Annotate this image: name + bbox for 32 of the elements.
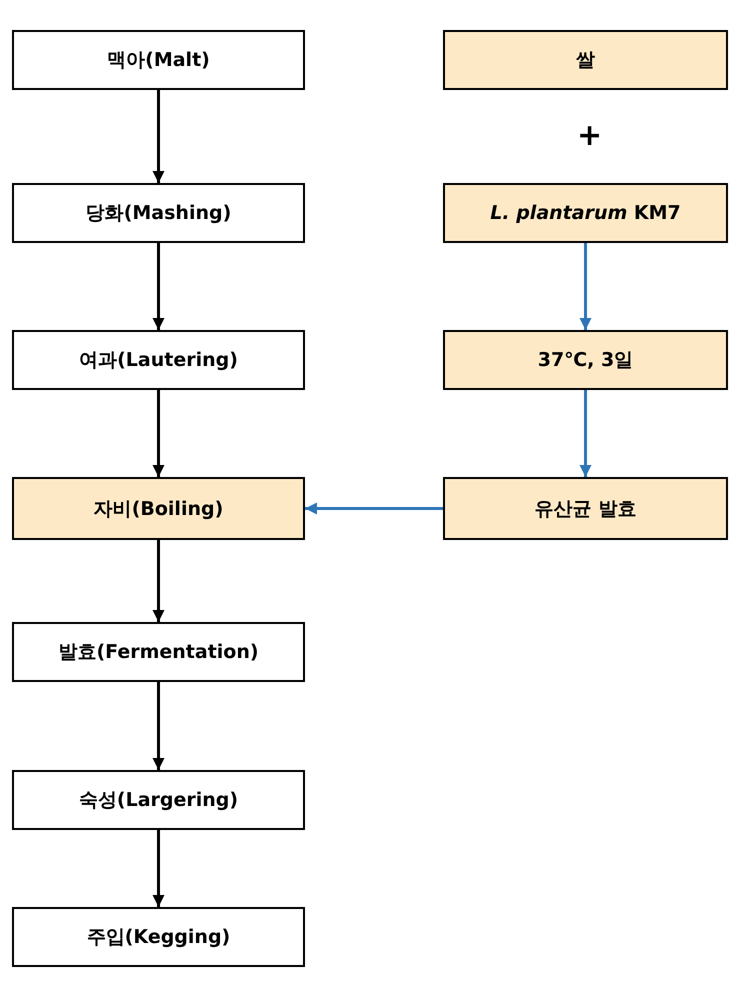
plus-sign: + <box>577 118 602 153</box>
step-label: 자비(Boiling) <box>94 496 224 522</box>
process-box <box>12 622 305 682</box>
process-box <box>443 183 728 243</box>
process-box <box>443 30 728 90</box>
arrow <box>580 243 592 330</box>
process-box <box>443 330 728 390</box>
step-label: 쌀 <box>576 48 595 73</box>
process-box <box>12 770 305 830</box>
process-box <box>12 330 305 390</box>
arrow <box>580 390 592 477</box>
arrow <box>152 243 164 330</box>
arrow <box>152 540 164 622</box>
process-box <box>12 30 305 90</box>
step-label: 숙성(Largering) <box>78 788 238 813</box>
arrow <box>152 90 164 183</box>
step-label: 당화(Mashing) <box>86 201 232 226</box>
process-box <box>12 907 305 967</box>
arrow <box>152 830 164 907</box>
step-label: 맥아(Malt) <box>107 48 210 73</box>
step-label: L. plantarum KM7 <box>490 202 681 224</box>
step-label: 37℃, 3일 <box>538 348 634 373</box>
process-box <box>12 183 305 243</box>
process-box <box>12 477 305 540</box>
process-box <box>443 477 728 540</box>
step-label: 발효(Fermentation) <box>58 640 259 665</box>
step-label: 여과(Lautering) <box>79 348 238 373</box>
step-label: 유산균 발효 <box>534 496 636 522</box>
arrow <box>305 502 443 514</box>
step-label: 주입(Kegging) <box>86 925 230 950</box>
arrow <box>152 390 164 477</box>
arrow <box>152 682 164 770</box>
